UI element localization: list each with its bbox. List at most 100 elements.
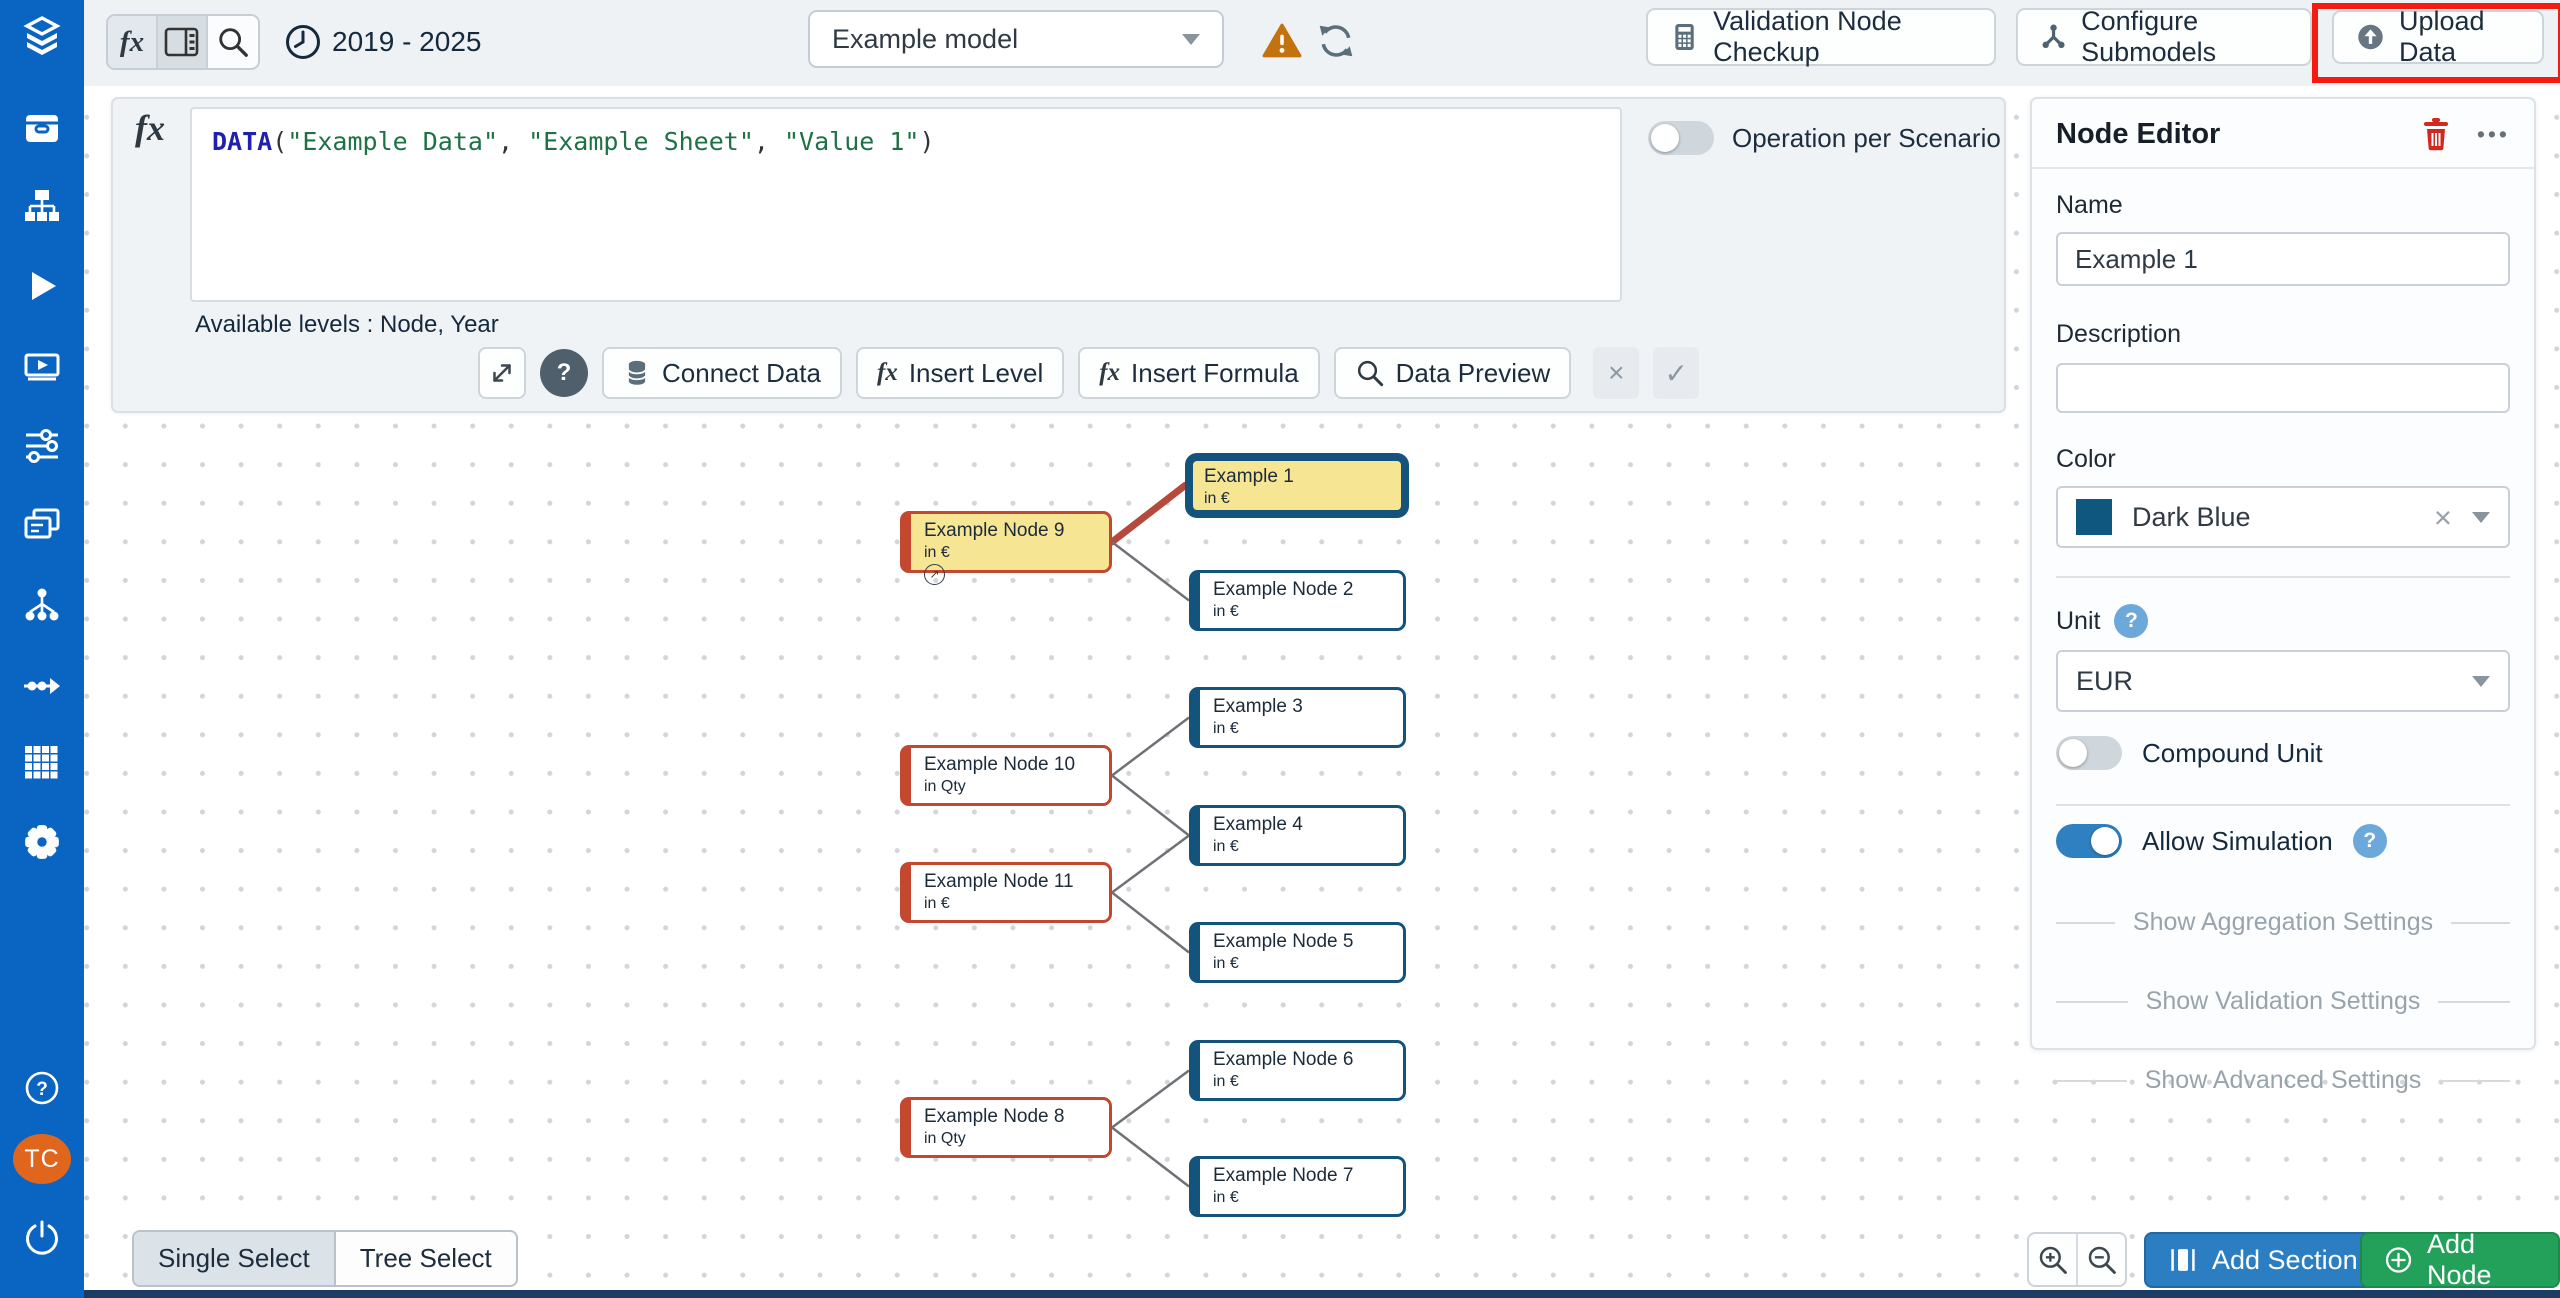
hierarchy-icon[interactable] (22, 586, 62, 626)
color-label: Color (2056, 445, 2116, 473)
formula-token-punct: ) (919, 127, 935, 156)
description-field[interactable] (2056, 363, 2510, 413)
confirm-formula-button[interactable]: ✓ (1653, 347, 1700, 399)
archive-icon[interactable] (22, 108, 62, 148)
canvas-zoom-controls (2027, 1232, 2127, 1287)
user-avatar[interactable]: TC (13, 1134, 71, 1184)
zoom-out-button[interactable] (2078, 1234, 2125, 1285)
grid-table-icon[interactable] (22, 743, 62, 783)
selection-mode-switcher: Single Select Tree Select (132, 1230, 518, 1287)
refresh-icon[interactable] (1316, 21, 1356, 66)
allow-simulation-toggle[interactable] (2056, 824, 2122, 858)
configure-submodels-button[interactable]: Configure Submodels (2016, 6, 2312, 67)
show-aggregation-settings-link[interactable]: Show Aggregation Settings (2056, 908, 2510, 937)
expand-editor-button[interactable] (478, 347, 526, 399)
more-options-icon[interactable]: ••• (2476, 120, 2510, 147)
upload-highlight-annotation (2312, 3, 2560, 83)
show-validation-settings-link[interactable]: Show Validation Settings (2056, 987, 2510, 1016)
node-data-link-icon: ↗ (924, 563, 945, 585)
formula-help-button[interactable]: ? (540, 349, 588, 397)
unit-help-icon[interactable]: ? (2114, 604, 2149, 638)
add-section-label: Add Section (2212, 1244, 2358, 1275)
sliders-icon[interactable] (22, 426, 62, 466)
validation-node-checkup-button[interactable]: Validation Node Checkup (1646, 6, 1996, 67)
search-view-button[interactable] (208, 16, 258, 68)
formula-token-punct: ( (272, 127, 288, 156)
clear-color-icon[interactable]: × (2433, 499, 2452, 535)
help-icon[interactable]: ? (22, 1068, 62, 1108)
unit-select[interactable]: EUR (2056, 650, 2510, 712)
formula-toolbar: ? Connect Data fx Insert Level fx Insert… (478, 347, 1700, 399)
layers-logo-icon[interactable] (22, 16, 62, 58)
show-advanced-settings-link[interactable]: Show Advanced Settings (2056, 1066, 2511, 1095)
node-editor-header: Node Editor ••• (2056, 117, 2510, 151)
insert-level-button[interactable]: fx Insert Level (855, 347, 1065, 399)
show-validation-settings-label: Show Validation Settings (2145, 987, 2421, 1015)
model-tree-icon[interactable] (22, 186, 62, 226)
color-select[interactable]: Dark Blue × (2056, 486, 2510, 548)
formula-input[interactable]: DATA("Example Data", "Example Sheet", "V… (190, 107, 1622, 302)
add-node-button[interactable]: Add Node (2360, 1229, 2560, 1290)
single-select-button[interactable]: Single Select (134, 1232, 336, 1285)
flow-icon[interactable] (22, 666, 62, 706)
node-label: Example 4 (1213, 814, 1303, 835)
model-select[interactable]: Example model (808, 10, 1224, 68)
data-preview-button[interactable]: Data Preview (1333, 347, 1572, 399)
close-icon: × (1608, 357, 1625, 388)
time-range[interactable]: 2019 - 2025 (284, 23, 481, 61)
add-node-label: Add Node (2427, 1229, 2492, 1290)
check-icon: ✓ (1664, 357, 1689, 389)
insert-formula-label: Insert Formula (1131, 357, 1299, 388)
add-section-button[interactable]: Add Section (2144, 1232, 2382, 1288)
formula-token-string: "Example Data" (287, 127, 498, 156)
presentation-icon[interactable] (22, 346, 62, 386)
node-unit: in € (1213, 1188, 1239, 1206)
tree-select-button[interactable]: Tree Select (336, 1232, 516, 1285)
panel-view-icon (164, 27, 199, 57)
operation-per-scenario-toggle[interactable] (1648, 121, 1714, 155)
model-warning-icon[interactable] (1262, 22, 1302, 65)
node-label: Example 3 (1213, 696, 1303, 717)
database-icon (627, 360, 647, 385)
expand-icon (493, 364, 511, 382)
delete-node-icon[interactable] (2421, 117, 2451, 151)
insert-formula-button[interactable]: fx Insert Formula (1078, 347, 1320, 399)
zoom-in-button[interactable] (2029, 1234, 2078, 1285)
settings-gear-icon[interactable] (22, 822, 62, 862)
connect-data-button[interactable]: Connect Data (602, 347, 842, 399)
node-label: Example 1 (1204, 466, 1294, 487)
name-field[interactable] (2056, 232, 2510, 286)
formula-view-button[interactable]: fx (108, 16, 158, 68)
operation-per-scenario-label: Operation per Scenario (1732, 122, 2001, 153)
zoom-out-icon (2088, 1246, 2116, 1274)
play-icon[interactable] (22, 266, 62, 306)
node-label: Example Node 5 (1213, 931, 1354, 952)
panel-view-button[interactable] (158, 16, 208, 68)
upload-icon (2358, 24, 2383, 50)
divider (2056, 576, 2510, 578)
divider (2439, 1079, 2511, 1082)
clock-icon (286, 25, 320, 59)
upload-data-button[interactable]: Upload Data (2332, 6, 2544, 67)
unit-label-row: Unit ? (2056, 604, 2510, 638)
reports-icon[interactable] (22, 506, 62, 546)
compound-unit-label: Compound Unit (2142, 737, 2323, 768)
time-range-label: 2019 - 2025 (332, 26, 482, 57)
compound-unit-toggle[interactable] (2056, 736, 2122, 770)
cancel-formula-button[interactable]: × (1593, 347, 1640, 399)
allow-simulation-help-icon[interactable]: ? (2352, 824, 2387, 858)
node-unit: in Qty (924, 1129, 966, 1147)
power-icon[interactable] (22, 1218, 62, 1258)
name-label: Name (2056, 191, 2123, 219)
